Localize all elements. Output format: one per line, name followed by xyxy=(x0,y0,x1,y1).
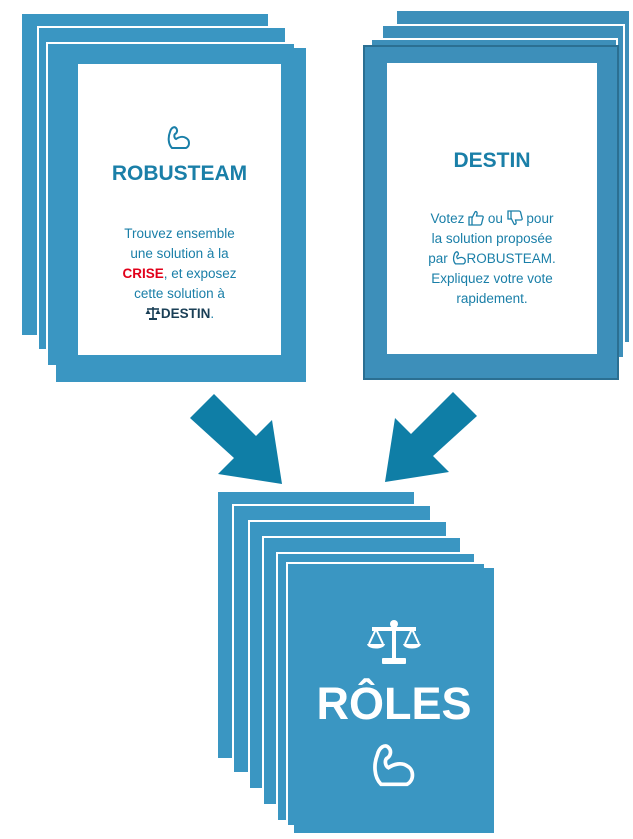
flexed-bicep-icon xyxy=(452,251,466,265)
destin-reference: DESTIN xyxy=(160,306,211,321)
robusteam-title: ROBUSTEAM xyxy=(111,162,248,185)
crise-keyword: CRISE xyxy=(122,266,164,281)
roles-card: RÔLES xyxy=(294,568,494,833)
robusteam-line-3: CRISE, et exposez xyxy=(78,264,281,284)
destin-card-panel: DESTIN Votez ou pour la solution proposé… xyxy=(387,63,597,354)
robusteam-reference: ROBUSTEAM. xyxy=(466,251,556,266)
ou-text: ou xyxy=(487,211,503,226)
robusteam-card-panel: ROBUSTEAM Trouvez ensemble une solution … xyxy=(78,64,281,355)
destin-line-1: Votez ou pour xyxy=(387,209,597,229)
destin-line-3: par ROBUSTEAM. xyxy=(387,249,597,269)
flexed-bicep-icon xyxy=(373,744,415,787)
robusteam-line-1: Trouvez ensemble xyxy=(124,226,235,241)
robusteam-card: ROBUSTEAM Trouvez ensemble une solution … xyxy=(56,48,306,382)
destin-line-5: rapidement. xyxy=(456,291,528,306)
pour-text: pour xyxy=(526,211,554,226)
robusteam-line-4: cette solution à xyxy=(134,286,225,301)
destin-line-4: Expliquez votre vote xyxy=(431,271,553,286)
thumbs-up-icon xyxy=(468,210,484,226)
roles-title: RÔLES xyxy=(316,678,472,729)
robusteam-line-2: une solution à la xyxy=(130,246,229,261)
scales-icon xyxy=(145,307,161,320)
robusteam-line-3-rest: , et exposez xyxy=(163,266,237,281)
destin-title: DESTIN xyxy=(453,149,531,172)
right-arrow xyxy=(385,392,477,482)
scales-icon xyxy=(367,620,421,664)
left-arrow xyxy=(190,394,282,484)
robusteam-instructions: Trouvez ensemble une solution à la CRISE… xyxy=(78,224,281,324)
destin-card: DESTIN Votez ou pour la solution proposé… xyxy=(363,45,619,380)
destin-instructions: Votez ou pour la solution proposée par R xyxy=(387,209,597,309)
destin-line-2: la solution proposée xyxy=(431,231,553,246)
votez-text: Votez xyxy=(430,211,465,226)
flexed-bicep-icon xyxy=(167,126,190,149)
period: . xyxy=(210,306,215,321)
thumbs-down-icon xyxy=(507,210,523,226)
robusteam-line-5: DESTIN. xyxy=(78,304,281,324)
par-text: par xyxy=(428,251,448,266)
